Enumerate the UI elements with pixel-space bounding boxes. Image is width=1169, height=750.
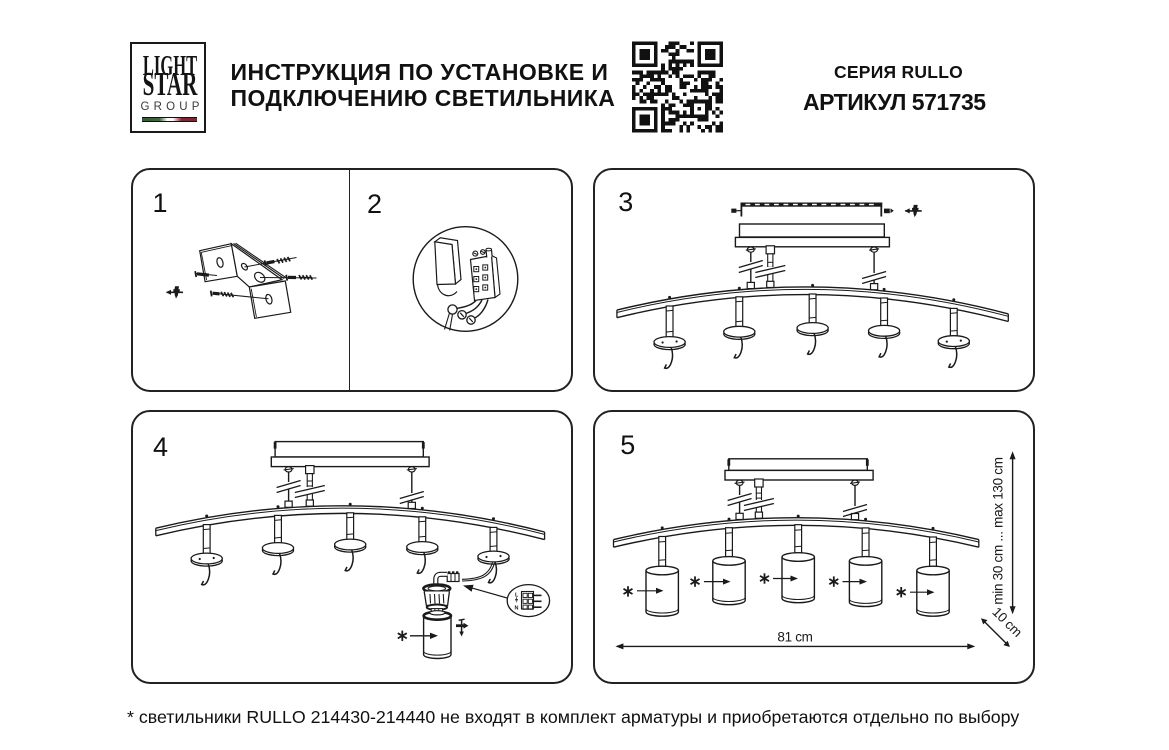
svg-text:N: N [515, 606, 519, 612]
svg-text:L: L [515, 593, 519, 599]
svg-text:10 cm: 10 cm [989, 604, 1025, 640]
svg-text:min 30 cm ... max 130 cm: min 30 cm ... max 130 cm [991, 457, 1006, 604]
svg-text:81 cm: 81 cm [777, 630, 812, 645]
